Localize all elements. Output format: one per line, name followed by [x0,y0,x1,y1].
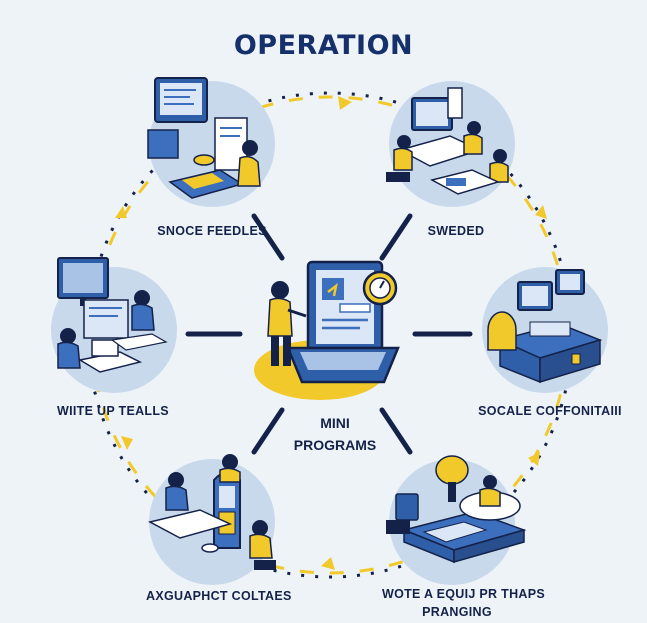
developer-desk-icon [147,77,261,199]
arrow-icon [535,205,547,219]
node-left [51,257,177,393]
node-right [482,267,608,393]
arrow-icon [528,452,540,466]
center-label: MINI PROGRAMS [270,412,400,456]
spoke-top-left [251,213,285,261]
node-top-right [386,81,515,207]
node-label-bottom-left: AXGUAPHCT COLTAES [146,589,292,603]
tablet-table-icon [386,455,527,564]
spoke-bottom-left [251,407,285,455]
center-hub [254,260,400,400]
team-meeting-icon [386,87,509,195]
node-label-top-right: SWEDED [427,224,485,238]
arrow-icon [338,96,352,110]
node-label-top-left: SNOCE FEEDLES [157,224,267,238]
node-label-left: WIITE UP TEALLS [57,404,169,418]
spokes [185,213,473,455]
arrow-icon [321,557,335,570]
node-label-bottom-right-line1: WOTE A EQUIJ PR THAPS [382,587,546,601]
node-label-bottom-right: WOTE A EQUIJ PR THAPS PRANGING [382,585,546,621]
laptop-icon [286,260,400,384]
node-bottom-right [386,455,527,585]
workstation-icon [57,257,168,373]
gauge-icon [362,270,398,306]
node-label-right: SOCALE COFFONITAIII [478,404,622,418]
service-counter-icon [487,269,603,384]
page-title: OPERATION [233,30,414,61]
arrow-icon [121,436,133,450]
spoke-top-right [379,213,413,261]
center-label-line1: MINI [320,415,350,431]
center-label-line2: PROGRAMS [293,437,377,453]
node-label-bottom-right-line2: PRANGING [422,605,492,619]
node-bottom-left [147,454,276,585]
ring-arrows [115,96,547,570]
spoke-bottom-right [379,407,413,455]
presenter-figure-icon [267,281,307,366]
node-top-left [147,77,275,207]
kiosk-icon [147,454,276,570]
arrow-icon [115,206,127,218]
